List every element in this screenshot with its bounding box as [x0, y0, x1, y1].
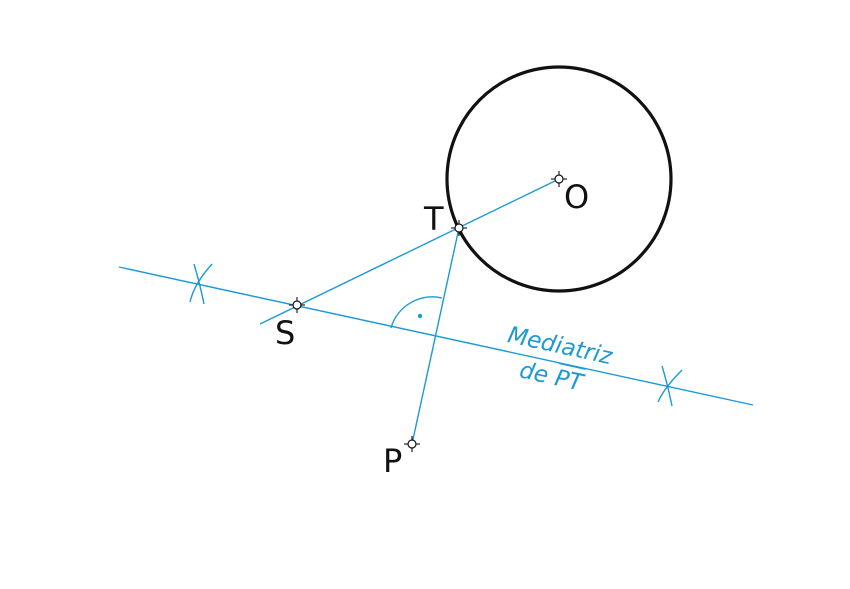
tangent-line-st	[259, 178, 560, 325]
segment-pt	[411, 227, 460, 445]
point-o-marker	[551, 171, 567, 187]
mediatrix-label-line2: de PT	[517, 358, 587, 397]
point-t-marker	[451, 220, 467, 236]
point-o-label: O	[564, 178, 589, 216]
compass-arc-right	[657, 365, 683, 407]
compass-arc-left	[189, 263, 213, 305]
point-t-label: T	[423, 200, 444, 238]
mediatrix-label-prefix: de	[517, 358, 558, 391]
point-p-label: P	[383, 442, 402, 480]
mediatrix-segment-name: PT	[552, 365, 587, 397]
point-p-marker	[404, 436, 420, 452]
right-angle-arc	[390, 296, 443, 329]
right-angle-dot	[417, 313, 423, 319]
point-s-marker	[289, 297, 305, 313]
point-s-label: S	[275, 314, 295, 352]
circle-o	[445, 65, 673, 293]
segment-overline	[559, 362, 586, 370]
